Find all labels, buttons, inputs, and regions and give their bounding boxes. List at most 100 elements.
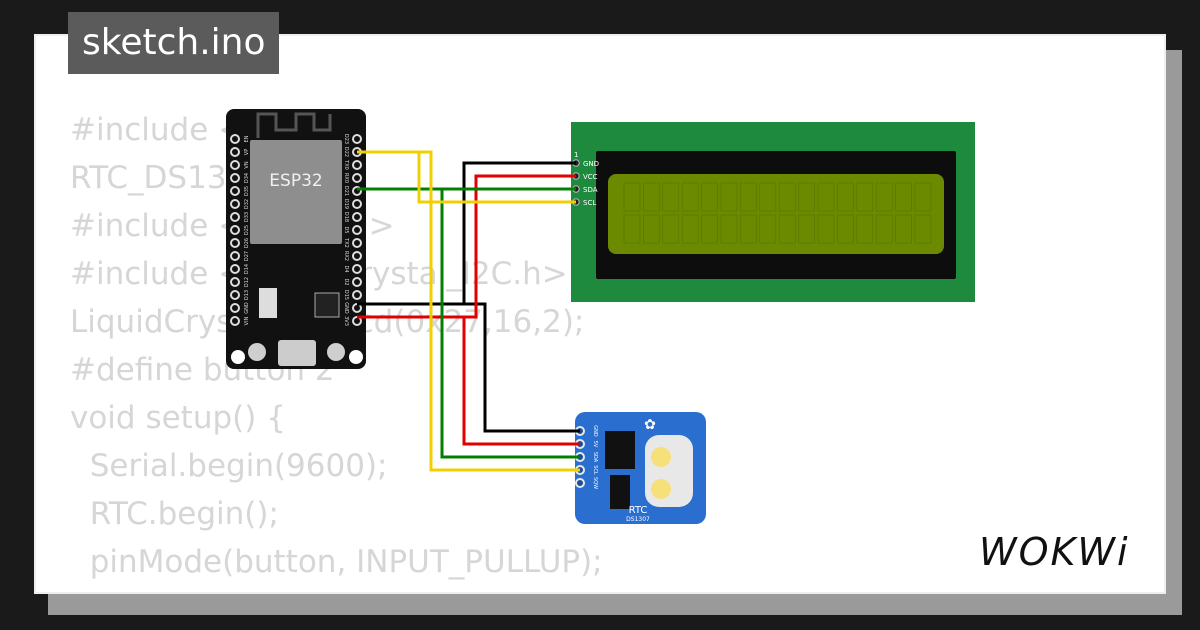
- wire-gnd-to-rtc[interactable]: [464, 302, 580, 433]
- lcd-pin-label: SCL: [583, 199, 596, 207]
- esp32-pin[interactable]: [352, 264, 362, 274]
- esp32-pin[interactable]: [352, 251, 362, 261]
- file-tab: sketch.ino: [68, 12, 280, 74]
- esp32-pin-label: D22: [343, 147, 349, 157]
- esp32-pin[interactable]: [230, 173, 240, 183]
- esp32-pin-label: D13: [244, 290, 250, 300]
- esp32-chip-label: ESP32: [269, 171, 322, 191]
- boot-button[interactable]: [248, 343, 266, 361]
- lcd-display[interactable]: 1 GND VCC SDA SCL: [571, 122, 975, 302]
- esp32-pin[interactable]: [230, 160, 240, 170]
- esp32-pin-label: D34: [244, 173, 250, 183]
- esp32-pin-label: D4: [343, 265, 349, 272]
- esp32-pin[interactable]: [230, 238, 240, 248]
- star-logo-icon: ✿: [644, 416, 656, 432]
- rtc-pin-label: 5V: [592, 441, 598, 448]
- usb-uart-chip: [314, 292, 340, 318]
- esp32-pin[interactable]: [352, 199, 362, 209]
- esp32-pin-label: D2: [343, 278, 349, 285]
- esp32-pin-label: TX2: [343, 237, 349, 248]
- esp32-pin-label: D5: [343, 226, 349, 233]
- wire-scl-to-rtc[interactable]: [357, 150, 580, 472]
- esp32-pin[interactable]: [230, 212, 240, 222]
- esp32-pin[interactable]: [230, 290, 240, 300]
- code-line: #define button 2: [70, 352, 335, 388]
- esp32-pin-label: RX0: [343, 173, 349, 183]
- esp32-chip: [250, 140, 342, 244]
- lcd-pin-one-marker: 1: [574, 151, 578, 159]
- rtc-pin-label: SDA: [592, 452, 598, 463]
- wire-sda-to-rtc[interactable]: [357, 187, 580, 459]
- rtc-pin-label: SCL: [592, 465, 598, 475]
- esp32-pin[interactable]: [230, 134, 240, 144]
- esp32-pin-label: D23: [343, 134, 349, 144]
- rtc-module[interactable]: ✿ RTC DS1307 GND 5V SDA SCL SQW: [575, 412, 706, 524]
- esp32-pin[interactable]: [352, 277, 362, 287]
- wokwi-logo: WOKWi: [979, 530, 1130, 574]
- esp32-pin-label: D19: [343, 199, 349, 209]
- rtc-pin[interactable]: [575, 478, 585, 488]
- esp32-board[interactable]: ESP32 ENVPVND34D35D32D33D25D26D27D14D12D…: [226, 109, 366, 369]
- code-line: void setup() {: [70, 400, 286, 436]
- esp32-pin[interactable]: [230, 186, 240, 196]
- wire-gnd-to-lcd[interactable]: [357, 161, 576, 306]
- esp32-pin-label: GND: [343, 302, 349, 314]
- esp32-pin-label: D32: [244, 199, 250, 209]
- esp32-pin[interactable]: [352, 134, 362, 144]
- esp32-pin-label: 3V3: [343, 316, 349, 326]
- esp32-pin-label: D27: [244, 251, 250, 261]
- rtc-pin-label: GND: [592, 425, 598, 437]
- esp32-pin[interactable]: [352, 290, 362, 300]
- rtc-sublabel: DS1307: [626, 516, 650, 523]
- esp32-pin-label: D14: [244, 264, 250, 274]
- esp32-pin[interactable]: [352, 212, 362, 222]
- esp32-pin[interactable]: [230, 277, 240, 287]
- coin-cell-holder: [645, 435, 693, 507]
- esp32-pin-label: D35: [244, 186, 250, 196]
- esp32-pin-label: VN: [244, 161, 250, 168]
- esp32-pin-label: D25: [244, 225, 250, 235]
- esp32-pin[interactable]: [230, 251, 240, 261]
- esp32-pin[interactable]: [352, 225, 362, 235]
- rtc-label: RTC: [629, 505, 648, 516]
- esp32-pin-label: D26: [244, 238, 250, 248]
- esp32-pin[interactable]: [230, 225, 240, 235]
- rtc-crystal: [610, 475, 630, 509]
- esp32-pin[interactable]: [352, 238, 362, 248]
- lcd-character-grid: [623, 182, 932, 244]
- code-line: RTC.begin();: [70, 496, 279, 532]
- rtc-pin-label: SQW: [592, 477, 598, 489]
- esp32-pin-label: VP: [244, 149, 250, 155]
- esp32-pin-label: D18: [343, 212, 349, 222]
- code-line: pinMode(button, INPUT_PULLUP);: [70, 544, 603, 580]
- esp32-pin[interactable]: [230, 316, 240, 326]
- esp32-pin-label: D33: [244, 212, 250, 222]
- esp32-pin[interactable]: [230, 199, 240, 209]
- esp32-pin[interactable]: [352, 173, 362, 183]
- wire-vcc-to-rtc[interactable]: [462, 315, 580, 446]
- lcd-pin-label: SDA: [583, 186, 598, 194]
- lcd-pin-label: VCC: [583, 173, 598, 181]
- wire-vcc-to-lcd[interactable]: [357, 174, 576, 319]
- svg-text:WOKWi: WOKWi: [979, 530, 1130, 574]
- esp32-pin-label: EN: [244, 135, 250, 142]
- esp32-pin[interactable]: [352, 160, 362, 170]
- reset-button[interactable]: [327, 343, 345, 361]
- esp32-pin[interactable]: [230, 303, 240, 313]
- esp32-pin-label: RX2: [343, 251, 349, 261]
- usb-port: [278, 340, 316, 366]
- esp32-pin[interactable]: [230, 264, 240, 274]
- esp32-pin-label: GND: [244, 302, 250, 314]
- esp32-pin-label: VIN: [244, 316, 250, 325]
- rtc-chip: [605, 431, 635, 469]
- esp32-pin-label: TX0: [343, 159, 349, 170]
- esp32-pin[interactable]: [230, 147, 240, 157]
- esp32-pin-label: D21: [343, 186, 349, 196]
- voltage-regulator: [259, 288, 277, 318]
- lcd-pin-label: GND: [583, 160, 599, 168]
- esp32-pin-label: D15: [343, 290, 349, 300]
- esp32-pin-label: D12: [244, 277, 250, 287]
